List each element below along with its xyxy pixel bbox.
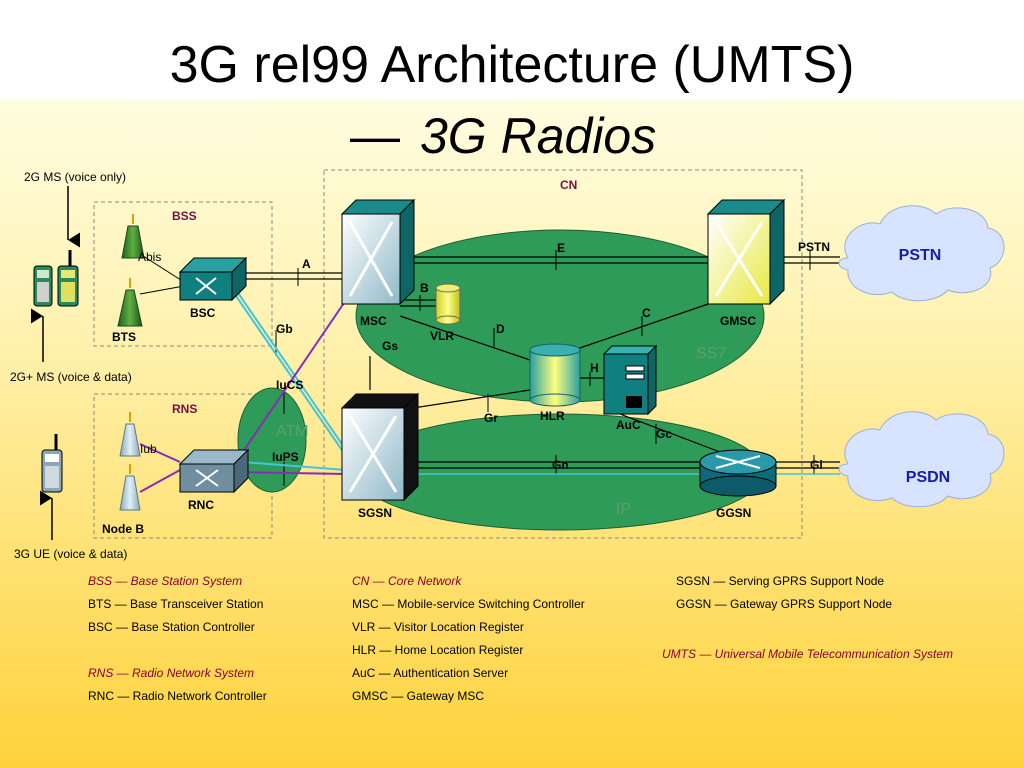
d-label: D — [496, 322, 505, 336]
cn-label: CN — [560, 178, 577, 192]
legend-sgsn: SGSN — Serving GPRS Support Node — [676, 574, 884, 588]
h-label: H — [590, 361, 599, 375]
bsc-node — [178, 256, 248, 302]
legend-vlr: VLR — Visitor Location Register — [352, 620, 524, 634]
pstn-link-label: PSTN — [798, 240, 830, 254]
a-label: A — [302, 257, 311, 271]
ue3g-label: 3G UE (voice & data) — [14, 547, 127, 561]
c-link — [567, 301, 715, 353]
link-ticks — [275, 250, 815, 486]
hlr-database — [529, 343, 581, 407]
ggsn-label: GGSN — [716, 506, 751, 520]
gmsc-switch — [706, 198, 786, 306]
rns-label: RNS — [172, 402, 197, 416]
title-line-2: 3G Radios — [420, 108, 656, 164]
phone-3g — [41, 434, 63, 493]
gs-label: Gs — [382, 339, 398, 353]
vlr-label: VLR — [430, 329, 454, 343]
gr-link — [399, 389, 531, 411]
ms2gplus-label: 2G+ MS (voice & data) — [10, 370, 132, 384]
gr-label: Gr — [484, 411, 498, 425]
rnc-node — [178, 448, 250, 494]
bts-tower-2 — [117, 278, 143, 327]
rnc-label: RNC — [188, 498, 214, 512]
nodeb-tower-1 — [119, 412, 141, 457]
hlr-label: HLR — [540, 409, 565, 423]
ss7-label: SS7 — [696, 345, 726, 362]
e-label: E — [557, 241, 565, 255]
legend-rns: RNS — Radio Network System — [88, 666, 254, 680]
sgsn-label: SGSN — [358, 506, 392, 520]
pstn-cloud-label: PSTN — [899, 247, 942, 264]
phone-2g-2 — [57, 250, 79, 307]
msc-label: MSC — [360, 314, 387, 328]
gc-link — [619, 413, 721, 453]
gc-label: Gc — [656, 427, 672, 441]
auc-server — [602, 344, 658, 416]
legend-rnc: RNC — Radio Network Controller — [88, 689, 267, 703]
legend: BSS — Base Station System BTS — Base Tra… — [88, 574, 953, 703]
auc-label: AuC — [616, 418, 641, 432]
abis-links — [139, 253, 185, 295]
nodeb-tower-2 — [119, 464, 141, 511]
pstn-cloud — [838, 205, 1005, 302]
c-label: C — [642, 306, 651, 320]
cn-box — [323, 169, 803, 539]
bts-label: BTS — [112, 330, 136, 344]
cyan-links — [235, 289, 840, 475]
ggsn-router — [699, 449, 777, 497]
gb-label: Gb — [276, 322, 293, 336]
title-dash: — — [350, 108, 400, 164]
ip-label: IP — [616, 501, 631, 518]
psdn-cloud — [838, 411, 1005, 508]
legend-msc: MSC — Mobile-service Switching Controlle… — [352, 597, 585, 611]
sgsn-switch — [340, 392, 420, 502]
gmsc-label: GMSC — [720, 314, 756, 328]
links — [230, 256, 840, 469]
vlr-database — [435, 283, 461, 325]
bss-label: BSS — [172, 209, 197, 223]
ms2g-label: 2G MS (voice only) — [24, 170, 126, 184]
d-link — [399, 315, 531, 361]
legend-hlr: HLR — Home Location Register — [352, 643, 523, 657]
iucs-label: IuCS — [276, 378, 303, 392]
legend-auc: AuC — Authentication Server — [352, 666, 508, 680]
iub-label: Iub — [140, 442, 157, 456]
psdn-cloud-label: PSDN — [906, 469, 950, 486]
nodeb-label: Node B — [102, 522, 144, 536]
abis-label: Abis — [138, 250, 161, 264]
legend-cn: CN — Core Network — [352, 574, 462, 588]
gn-label: Gn — [552, 458, 569, 472]
atm-label: ATM — [276, 423, 309, 440]
title-line-1: 3G rel99 Architecture (UMTS) — [170, 36, 855, 94]
legend-bss: BSS — Base Station System — [88, 574, 242, 588]
legend-gmsc: GMSC — Gateway MSC — [352, 689, 484, 703]
phone-2g-1 — [33, 265, 53, 307]
legend-bsc: BSC — Base Station Controller — [88, 620, 255, 634]
msc-switch — [340, 198, 416, 306]
bts-tower-1 — [121, 214, 145, 259]
legend-ggsn: GGSN — Gateway GPRS Support Node — [676, 597, 892, 611]
legend-bts: BTS — Base Transceiver Station — [88, 597, 263, 611]
b-label: B — [420, 281, 429, 295]
gi-label: Gi — [810, 458, 823, 472]
legend-umts: UMTS — Universal Mobile Telecommunicatio… — [662, 647, 953, 661]
iups-label: IuPS — [272, 450, 299, 464]
bsc-label: BSC — [190, 306, 216, 320]
purple-links — [139, 299, 347, 493]
ms-arrows — [31, 186, 80, 540]
